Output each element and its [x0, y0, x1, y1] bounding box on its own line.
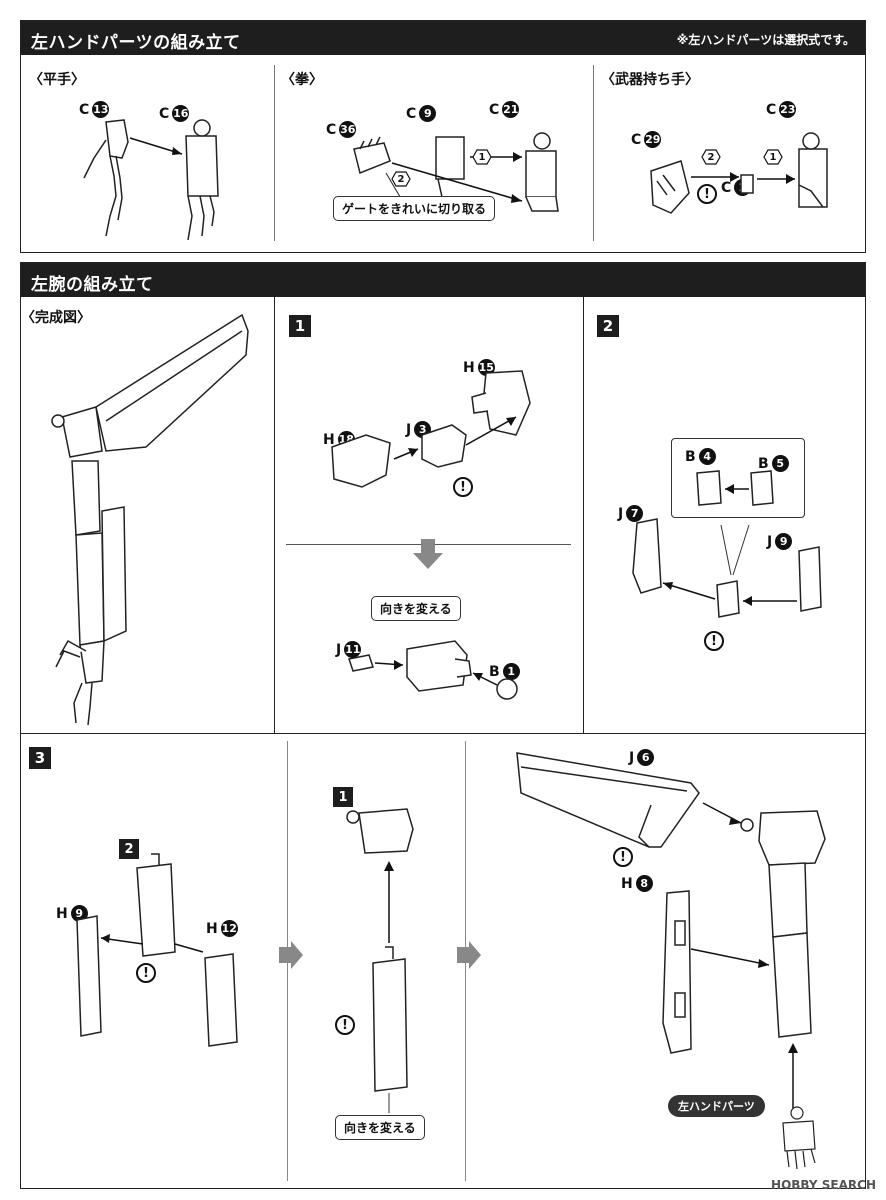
weapon-hand-title: 〈武器持ち手〉: [601, 72, 699, 88]
divider: [274, 297, 275, 734]
divider: [583, 297, 584, 734]
sub-step-number: 2: [119, 839, 139, 859]
arm-assembly-title: 左腕の組み立て: [31, 275, 154, 295]
step1-upper-drawing: [331, 370, 531, 488]
open-hand-title: 〈平手〉: [29, 72, 85, 88]
caution-icon: !: [613, 847, 633, 867]
hand-parts-title: 左ハンドパーツの組み立て: [31, 33, 241, 53]
step3-final-drawing: [516, 752, 826, 1170]
caution-icon: !: [704, 631, 724, 651]
next-arrow-icon: [457, 941, 481, 969]
step3-second-drawing: [346, 808, 414, 1113]
completed-view-title: 〈完成図〉: [21, 310, 91, 326]
reorient-callout: 向きを変える: [335, 1115, 425, 1140]
sub-step-number: 1: [333, 787, 353, 807]
divider: [274, 65, 275, 241]
divider: [21, 733, 865, 734]
caution-icon: !: [453, 477, 473, 497]
step3-first-drawing: [76, 853, 238, 1047]
sequence-marker-1: 1: [763, 149, 783, 165]
sequence-marker-2: 2: [701, 149, 721, 165]
caution-icon: !: [335, 1015, 355, 1035]
step-number: 2: [597, 315, 619, 337]
sequence-marker-1: 1: [472, 149, 492, 165]
step-number: 3: [29, 747, 51, 769]
next-arrow-icon: [279, 941, 303, 969]
hand-parts-header: 左ハンドパーツの組み立て ※左ハンドパーツは選択式です。: [21, 21, 865, 55]
sequence-marker-2: 2: [391, 171, 411, 187]
step1-lower-drawing: [348, 640, 518, 700]
weapon-hand-drawing: [650, 132, 828, 214]
caution-icon: !: [136, 963, 156, 983]
open-hand-drawing: [83, 119, 219, 241]
gate-cut-callout: ゲートをきれいに切り取る: [333, 196, 496, 221]
down-arrow-icon: [413, 539, 443, 569]
reorient-callout: 向きを変える: [371, 596, 461, 621]
detail-inset: [671, 438, 805, 518]
step-number: 1: [289, 315, 311, 337]
completed-arm-drawing: [51, 313, 249, 726]
fist-title: 〈拳〉: [281, 72, 323, 88]
step2-drawing: [632, 470, 822, 618]
left-hand-parts-badge: 左ハンドパーツ: [668, 1095, 765, 1117]
arm-assembly-header: 左腕の組み立て: [21, 263, 865, 297]
fist-drawing: [353, 132, 559, 212]
caution-icon: !: [697, 184, 717, 204]
hobby-search-watermark: HOBBY SEARCH: [771, 1178, 876, 1192]
hand-parts-note: ※左ハンドパーツは選択式です。: [676, 33, 855, 47]
divider: [593, 65, 594, 241]
